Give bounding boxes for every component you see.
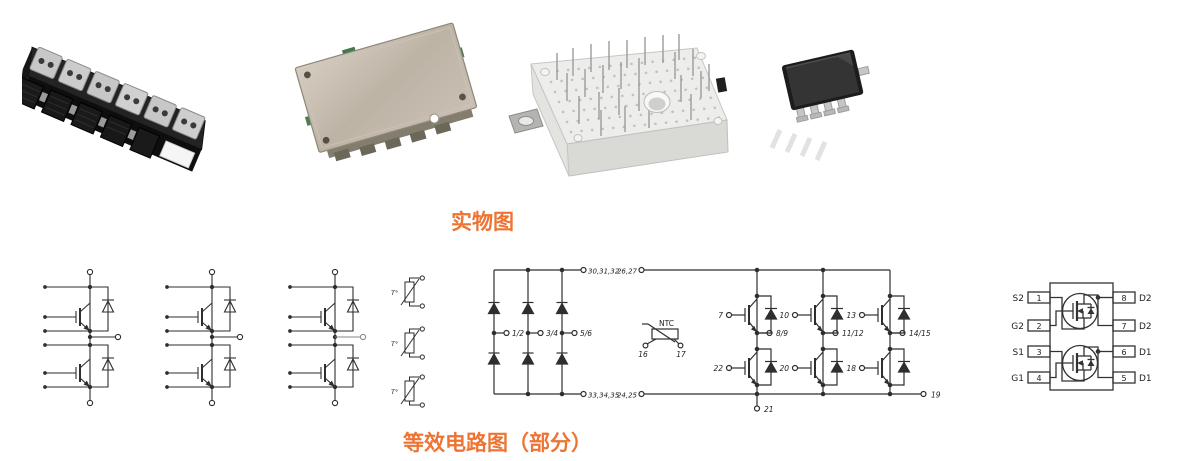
pin-label-g-bot-3: 18 (846, 364, 856, 373)
pin-label-d2b: D2 (1139, 322, 1152, 332)
pin-label-g-bot-1: 22 (713, 364, 723, 373)
mount-hole (713, 117, 723, 125)
pin-label-ac2: 3/4 (546, 329, 558, 338)
pin-label-g-top-1: 7 (718, 311, 723, 320)
mount-hole (540, 68, 550, 76)
circuit-igbt-halfbridge-2 (165, 268, 244, 407)
pin-label-phase-2: 11/12 (842, 329, 864, 338)
pin-label-dcplus-rect: 30,31,32 (588, 268, 620, 276)
mount-hole (696, 52, 706, 60)
pin-label-g-top-2: 10 (779, 311, 789, 320)
diode (101, 299, 115, 313)
circuit-pim: 30,31,32 26,27 33,34,35 24,25 19 1/2 3/4… (487, 266, 941, 414)
phase-terminal (114, 333, 122, 341)
bottom-terminal (86, 399, 94, 407)
rectifier-bridge: 1/2 3/4 5/6 (487, 267, 592, 397)
pin-number-4: 4 (1036, 374, 1041, 383)
package-outline (1049, 282, 1114, 391)
mosfet-symbol-upper (1050, 292, 1113, 330)
pin-label-dcminus-inv: 24,25 (617, 392, 638, 400)
connector-block (715, 77, 728, 93)
upper-igbt (165, 284, 237, 334)
pin-label-phase-1: 8/9 (776, 329, 788, 338)
mount-hole (573, 134, 583, 142)
diode (101, 357, 115, 371)
lower-igbt (288, 342, 360, 390)
inverter-leg-3: 13 14/15 18 (846, 270, 931, 397)
pin-label-phase-3: 14/15 (909, 329, 931, 338)
clamp-bracket (508, 108, 544, 134)
ntc-label: NTC (659, 319, 674, 328)
pin-label-g-top-3: 13 (846, 311, 856, 320)
thermistor-label: T° (391, 289, 398, 297)
pin-number-6: 6 (1121, 348, 1126, 357)
pin-label-d2a: D2 (1139, 294, 1152, 304)
pins (556, 34, 710, 136)
pin-label-21: 21 (764, 405, 774, 414)
inverter-leg-1: 7 8/9 22 21 (713, 267, 788, 414)
pin-number-5: 5 (1121, 374, 1126, 383)
pin-number-8: 8 (1121, 294, 1126, 303)
circuit-thermistor-1: T° (391, 275, 425, 309)
metal-plate (294, 22, 478, 153)
module-left-face (530, 63, 570, 177)
side-terminal-blocks (22, 76, 161, 159)
lower-igbt (43, 342, 115, 390)
gullwing-leads (795, 65, 870, 123)
photo-baseplate-module (294, 22, 478, 162)
mosfet-symbol-lower (1050, 344, 1113, 382)
body-diode (1087, 360, 1095, 366)
pin-label-ac1: 1/2 (512, 329, 524, 338)
screw-hole (303, 71, 311, 79)
circuits-caption: 等效电路图（部分） (403, 431, 592, 455)
circuit-igbt-halfbridge-3 (288, 268, 367, 407)
inverter-leg-2: 10 11/12 20 (779, 267, 864, 397)
notch-hole (429, 113, 440, 124)
circuit-mosfet-pinout: 1 2 3 4 S2 G2 S1 G1 8 7 6 5 D2 D2 D1 D1 (1011, 282, 1152, 391)
pin-label-16: 16 (638, 350, 648, 359)
body-diode (1087, 308, 1095, 314)
screw-hole (459, 93, 466, 101)
pin-number-1: 1 (1036, 294, 1041, 303)
circuit-igbt-halfbridge-1 (43, 268, 122, 407)
circuit-thermistor-3: T° (391, 374, 425, 408)
chamfer (836, 53, 854, 66)
pin-label-g1: G1 (1011, 374, 1024, 384)
lower-igbt (165, 342, 237, 390)
pin-label-g-bot-2: 20 (779, 364, 789, 373)
top-terminal (86, 268, 94, 276)
photos-caption: 实物图 (451, 210, 514, 234)
pin-label-ac3: 5/6 (580, 329, 592, 338)
pin-label-d1b: D1 (1139, 374, 1152, 384)
pin-number-3: 3 (1036, 348, 1041, 357)
circuit-thermistor-2: T° (391, 326, 425, 360)
pin-label-s2: S2 (1013, 294, 1024, 304)
photo-soic8-package (769, 49, 870, 162)
pin-label-g2: G2 (1011, 322, 1024, 332)
pin-number-7: 7 (1121, 322, 1126, 331)
pin-label-dcplus-inv: 26,27 (617, 268, 638, 276)
pin-label-d1a: D1 (1139, 348, 1152, 358)
upper-igbt (43, 284, 115, 334)
photo-pin-grid-module (508, 34, 729, 177)
photo-igbt-module (22, 46, 206, 172)
ntc-thermistor: NTC 16 17 (638, 319, 686, 359)
pin-label-s1: S1 (1013, 348, 1024, 358)
pin-number-2: 2 (1036, 322, 1041, 331)
thermistor-label: T° (391, 388, 398, 396)
lead-shadows (769, 128, 828, 162)
pin-label-17: 17 (676, 350, 686, 359)
terminal-pads (29, 46, 206, 140)
pin-label-19: 19 (931, 391, 941, 400)
pin-label-dcminus-rect: 33,34,35 (588, 392, 620, 400)
upper-igbt (288, 284, 360, 334)
screw-hole (322, 136, 330, 144)
product-label (159, 140, 196, 169)
thermistor-label: T° (391, 340, 398, 348)
